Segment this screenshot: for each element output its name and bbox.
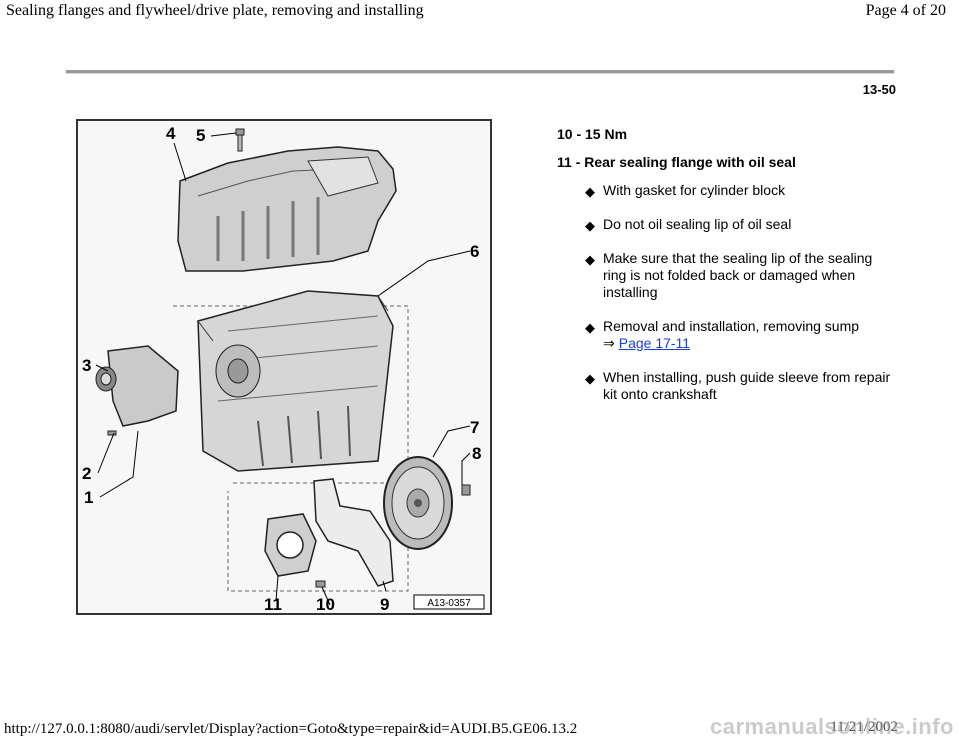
callout-8: 8 <box>472 444 481 463</box>
callout-10: 10 <box>316 595 335 613</box>
oil-sump-shape <box>177 146 397 272</box>
diamond-bullet-icon: ◆ <box>585 184 595 199</box>
front-sealing-flange-shape <box>95 345 179 436</box>
intermediate-plate-shape <box>313 478 394 587</box>
bullet-item: ◆ With gasket for cylinder block <box>584 182 897 199</box>
legend-item-10: 10 - 15 Nm <box>557 126 628 142</box>
bullet-item: ◆ When installing, push guide sleeve fro… <box>584 369 897 403</box>
sump-bolt-shape <box>235 128 245 152</box>
bullet-item: ◆ Do not oil sealing lip of oil seal <box>584 216 897 233</box>
bullet-item: ◆ Make sure that the sealing lip of the … <box>584 250 897 301</box>
callout-7: 7 <box>470 418 479 437</box>
plate-bolt-shape <box>315 580 326 588</box>
bullet-text: Make sure that the sealing lip of the se… <box>603 250 873 300</box>
footer-date: 11/21/2002 <box>830 719 898 735</box>
page-indicator: Page 4 of 20 <box>865 2 946 19</box>
header-divider <box>66 70 894 74</box>
bullet-text: When installing, push guide sleeve from … <box>603 369 891 402</box>
section-page-number: 13-50 <box>862 82 896 97</box>
diamond-bullet-icon: ◆ <box>585 252 595 267</box>
page-17-11-link[interactable]: Page 17-11 <box>618 335 691 351</box>
figure-code-box <box>413 594 485 610</box>
rear-sealing-flange-shape <box>264 513 317 577</box>
diamond-bullet-icon: ◆ <box>585 371 595 386</box>
diamond-bullet-icon: ◆ <box>585 218 595 233</box>
callout-5: 5 <box>196 126 205 145</box>
arrow-icon: ⇒ <box>603 335 615 351</box>
callout-9: 9 <box>380 595 389 613</box>
figure-code: A13-0357 <box>427 598 471 609</box>
diamond-bullet-icon: ◆ <box>585 320 595 335</box>
callout-2: 2 <box>82 464 91 483</box>
legend-item-11: 11 - Rear sealing flange with oil seal <box>557 154 796 170</box>
site-watermark: carmanualsonline.info <box>710 714 954 739</box>
bullet-text: With gasket for cylinder block <box>603 182 786 198</box>
callout-3: 3 <box>82 356 91 375</box>
bullet-item: ◆ Removal and installation, removing sum… <box>584 318 897 352</box>
engine-exploded-diagram: 4 5 6 3 2 1 7 8 9 10 11 A13-0357 <box>76 119 492 615</box>
bullet-text: Do not oil sealing lip of oil seal <box>603 216 792 232</box>
document-title: Sealing flanges and flywheel/drive plate… <box>6 2 424 19</box>
callout-6: 6 <box>470 242 479 261</box>
callout-1: 1 <box>84 488 93 507</box>
cylinder-block-shape <box>197 290 394 472</box>
footer-url: http://127.0.0.1:8080/audi/servlet/Displ… <box>4 721 578 737</box>
engine-illustration: 4 5 6 3 2 1 7 8 9 10 11 A13-0357 <box>82 124 485 613</box>
bullet-text: Removal and installation, removing sump <box>603 318 860 334</box>
callout-4: 4 <box>166 124 176 143</box>
legend-text: 10 - 15 Nm 11 - Rear sealing flange with… <box>557 126 897 420</box>
legend-item-11-bullets: ◆ With gasket for cylinder block ◆ Do no… <box>584 182 897 403</box>
callout-11: 11 <box>264 595 282 613</box>
flywheel-bolt-shape <box>461 484 471 496</box>
flywheel-shape <box>383 456 453 550</box>
